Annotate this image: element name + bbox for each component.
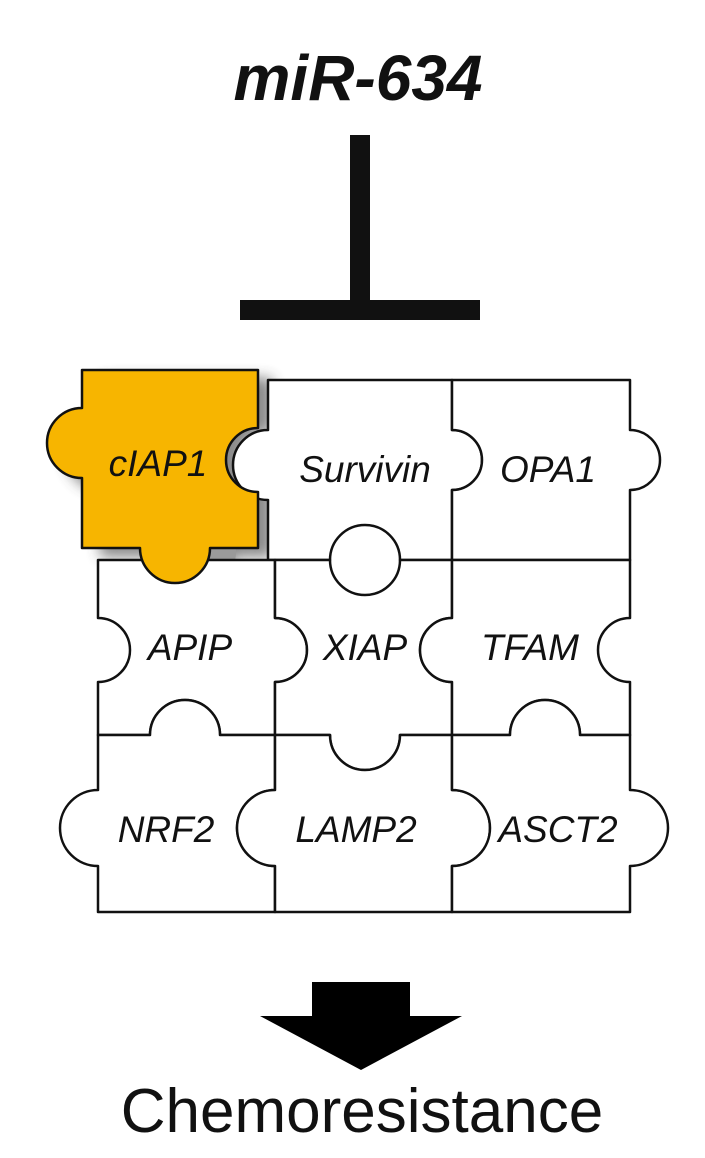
down-arrow	[260, 982, 462, 1070]
label-xiap: XIAP	[322, 627, 408, 668]
label-opa1: OPA1	[500, 449, 596, 490]
inhibition-symbol	[240, 135, 480, 320]
inhibition-bar	[240, 300, 480, 320]
label-survivin: Survivin	[299, 449, 431, 490]
piece-labels: cIAP1 Survivin OPA1 APIP XIAP TFAM NRF2 …	[109, 443, 618, 850]
inhibition-stem	[350, 135, 370, 305]
label-nrf2: NRF2	[118, 809, 215, 850]
puzzle-grid	[45, 368, 670, 914]
piece-ciap1	[45, 368, 260, 585]
label-apip: APIP	[146, 627, 233, 668]
outcome-label: Chemoresistance	[121, 1077, 603, 1146]
regulator-label: miR-634	[234, 42, 483, 114]
label-asct2: ASCT2	[496, 809, 618, 850]
piece-asct2	[450, 698, 670, 914]
label-lamp2: LAMP2	[295, 809, 417, 850]
label-ciap1: cIAP1	[109, 443, 208, 484]
label-tfam: TFAM	[481, 627, 579, 668]
